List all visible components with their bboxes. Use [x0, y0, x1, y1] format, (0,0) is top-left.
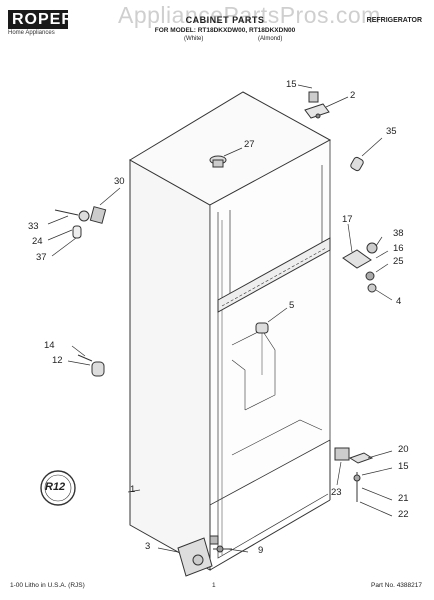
appliance-type: REFRIGERATOR [366, 17, 422, 24]
callout-2: 2 [350, 90, 356, 101]
callout-38: 38 [393, 228, 404, 239]
hinge-pin-cover [350, 156, 364, 172]
leader-lines [47, 84, 393, 553]
callout-21: 21 [398, 493, 409, 504]
footer-part-number: Part No. 4388217 [371, 582, 422, 589]
r12-badge [40, 470, 76, 506]
leveling-bracket [177, 535, 232, 577]
brand-logo: ROPER Home Appliances [8, 10, 73, 36]
callout-5: 5 [289, 300, 295, 311]
callout-35: 35 [386, 126, 397, 137]
r12-badge-text: R12 [45, 481, 66, 493]
callout-3: 3 [145, 541, 151, 552]
callout-30: 30 [114, 176, 125, 187]
footer-litho: 1-00 Litho in U.S.A. (RJS) [10, 582, 85, 589]
callout-27: 27 [244, 139, 255, 150]
callout-1: 1 [130, 484, 136, 495]
top-hinge [304, 91, 330, 119]
footer-page-number: 1 [212, 582, 216, 589]
callout-24: 24 [32, 236, 43, 247]
callout-25: 25 [393, 256, 404, 267]
callout-16: 16 [393, 243, 404, 254]
door-stop-left [54, 206, 107, 239]
shelf-stud [255, 322, 269, 334]
brand-subtitle: Home Appliances [8, 30, 55, 36]
handle-plug [77, 354, 105, 377]
callout-9: 9 [258, 545, 264, 556]
center-hinge [342, 242, 378, 293]
callout-33: 33 [28, 221, 39, 232]
watermark: AppliancePartsPros.com [118, 2, 381, 28]
callout-20: 20 [398, 444, 409, 455]
callout-23: 23 [331, 487, 342, 498]
callout-4: 4 [396, 296, 402, 307]
color-almond: (Almond) [258, 36, 283, 42]
callout-17: 17 [342, 214, 353, 225]
callout-37: 37 [36, 252, 47, 263]
top-cap [209, 155, 227, 168]
callout-22: 22 [398, 509, 409, 520]
callout-15-bottom: 15 [398, 461, 409, 472]
bottom-hinge-parts [334, 447, 374, 502]
color-white: (White) [184, 36, 204, 42]
page-title: CABINET PARTS [185, 15, 265, 25]
cabinet-body [129, 91, 332, 571]
model-numbers: FOR MODEL: RT18DKXDW00, RT18DKXDN00 [154, 27, 296, 34]
callout-12: 12 [52, 355, 63, 366]
callout-14: 14 [44, 340, 55, 351]
brand-name: ROPER [8, 10, 73, 29]
callout-15-top: 15 [286, 79, 297, 90]
